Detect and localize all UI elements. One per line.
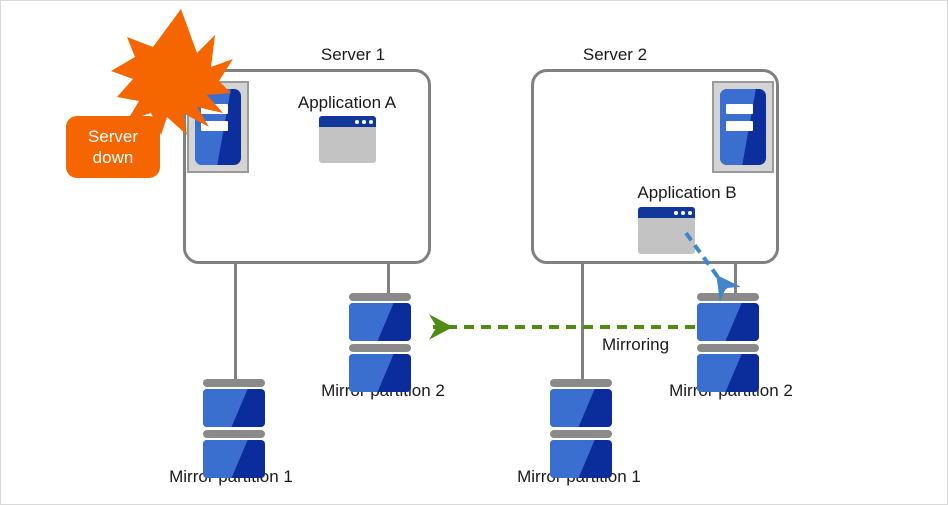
disk-slab-2 — [203, 440, 265, 478]
server1-machine-icon — [187, 81, 249, 173]
server2-mirror-partition-1-disk — [550, 379, 612, 481]
disk-cap-1 — [550, 379, 612, 387]
server2-link-to-partition2 — [734, 262, 737, 297]
server2-title: Server 2 — [582, 45, 648, 64]
application-b-window-icon — [638, 207, 695, 254]
disk-slab-2 — [349, 354, 411, 392]
server2-machine-icon — [712, 81, 774, 173]
disk-slab-1 — [349, 303, 411, 341]
disk-cap-2 — [349, 344, 411, 352]
disk-slab-1 — [697, 303, 759, 341]
server2-link-to-partition1 — [581, 262, 584, 387]
server1-title: Server 1 — [320, 45, 386, 64]
application-a-label: Application A — [297, 93, 397, 112]
window-titlebar — [638, 207, 695, 218]
server1-mirror-partition-2-disk — [349, 293, 411, 395]
server1-mirror-partition-1-disk — [203, 379, 265, 481]
disk-cap-2 — [550, 430, 612, 438]
window-dot-2 — [681, 210, 685, 215]
disk-cap-2 — [697, 344, 759, 352]
server-down-line-2: down — [92, 148, 134, 167]
application-a-window-icon — [319, 116, 376, 163]
disk-cap-2 — [203, 430, 265, 438]
server-icon-slot-2 — [200, 120, 228, 131]
server-down-badge: Server down — [66, 116, 160, 178]
disk-slab-1 — [550, 389, 612, 427]
disk-cap-1 — [203, 379, 265, 387]
mirroring-label: Mirroring — [602, 335, 670, 354]
server-icon-body — [720, 89, 766, 165]
window-dot-3 — [688, 210, 692, 215]
disk-cap-1 — [349, 293, 411, 301]
server-icon-slot-1 — [725, 104, 753, 115]
disk-cap-1 — [697, 293, 759, 301]
server-icon-slot-2 — [725, 120, 753, 131]
disk-slab-2 — [550, 440, 612, 478]
server-icon-body — [195, 89, 241, 165]
window-dot-1 — [355, 119, 359, 124]
server1-link-to-partition2 — [387, 262, 390, 297]
window-dot-1 — [674, 210, 678, 215]
server2-mirror-partition-2-disk — [697, 293, 759, 395]
server-icon-slot-1 — [200, 104, 228, 115]
application-b-label: Application B — [637, 183, 737, 202]
server1-link-to-partition1 — [234, 262, 237, 387]
window-dot-3 — [369, 119, 373, 124]
server-down-line-1: Server — [87, 126, 139, 146]
disk-slab-2 — [697, 354, 759, 392]
disk-slab-1 — [203, 389, 265, 427]
window-titlebar — [319, 116, 376, 127]
window-dot-2 — [362, 119, 366, 124]
